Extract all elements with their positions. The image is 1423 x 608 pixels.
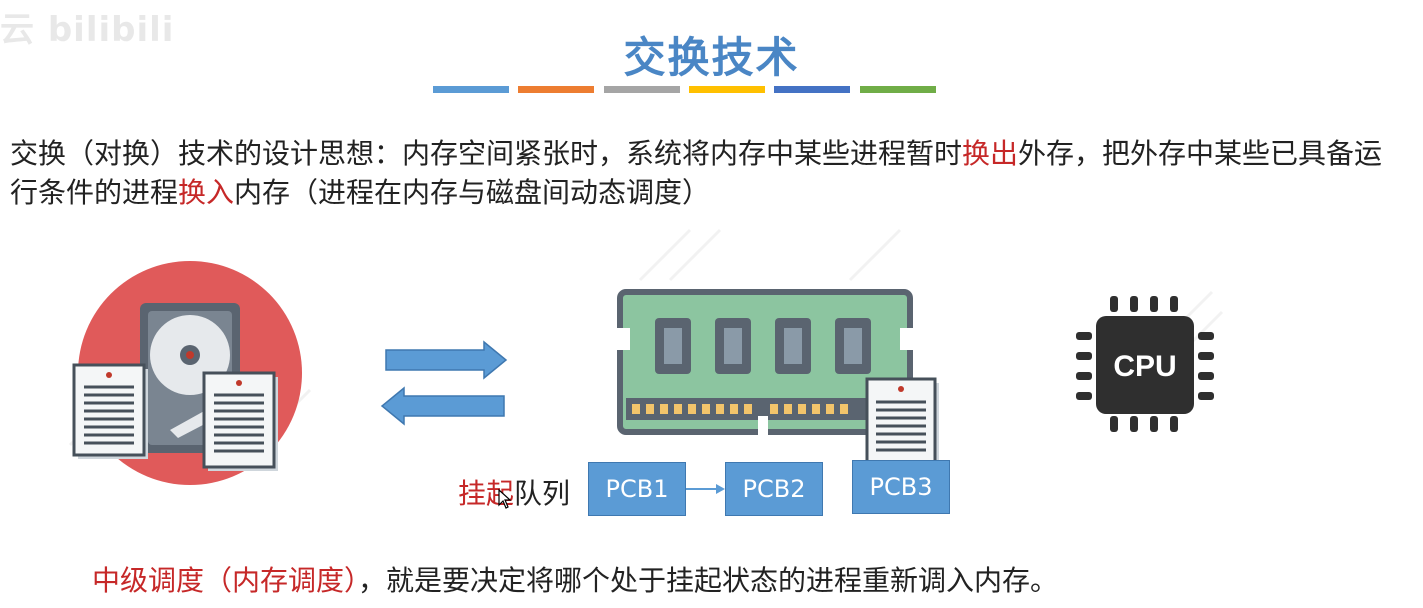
queue-arrow-icon [686,484,725,494]
arrow-right-icon [385,340,508,380]
intro-paragraph: 交换（对换）技术的设计思想：内存空间紧张时，系统将内存中某些进程暂时换出外存，把… [10,134,1410,212]
accent-bar [860,86,936,93]
disk-illustration [68,261,312,485]
accent-bar [433,86,509,93]
accent-bar [774,86,850,93]
cpu-body [1096,316,1194,414]
accent-bar [604,86,680,93]
swap-in-highlight: 换入 [178,176,235,209]
accent-bar [689,86,765,93]
document-right [202,371,278,471]
swap-out-highlight: 换出 [962,137,1019,170]
summary-rest: ，就是要决定将哪个处于挂起状态的进程重新调入内存。 [358,564,1059,597]
queue-text: 队列 [514,477,571,510]
intro-text: 外存，把外存中某些已具备运行条件的进程 [10,137,1383,209]
ram-contacts [626,398,904,420]
pcb-box: PCB2 [725,462,823,516]
pcb-box: PCB1 [588,462,686,516]
summary-text: 中级调度（内存调度），就是要决定将哪个处于挂起状态的进程重新调入内存。 [92,559,1058,599]
bilibili-watermark: 云 bilibili [0,10,175,50]
medium-term-scheduling-highlight: 中级调度（内存调度） [92,564,359,597]
suspend-queue-label: 挂起队列 [458,472,570,512]
intro-text: 交换（对换）技术的设计思想：内存空间紧张时，系统将内存中某些进程暂时 [10,137,963,170]
pcb-box: PCB3 [852,460,950,514]
document-on-ram [865,377,939,467]
slide-title: 交换技术 [623,33,800,82]
document-left [72,363,148,459]
swap-arrows [380,340,508,426]
accent-bar [518,86,594,93]
cpu-icon: CPU [1076,290,1224,432]
arrow-left-icon [380,386,505,426]
cpu-label: CPU [1113,350,1176,383]
ram-module-illustration [614,228,916,436]
intro-text: 内存（进程在内存与磁盘间动态调度） [234,176,711,209]
mouse-cursor-icon [498,488,512,509]
